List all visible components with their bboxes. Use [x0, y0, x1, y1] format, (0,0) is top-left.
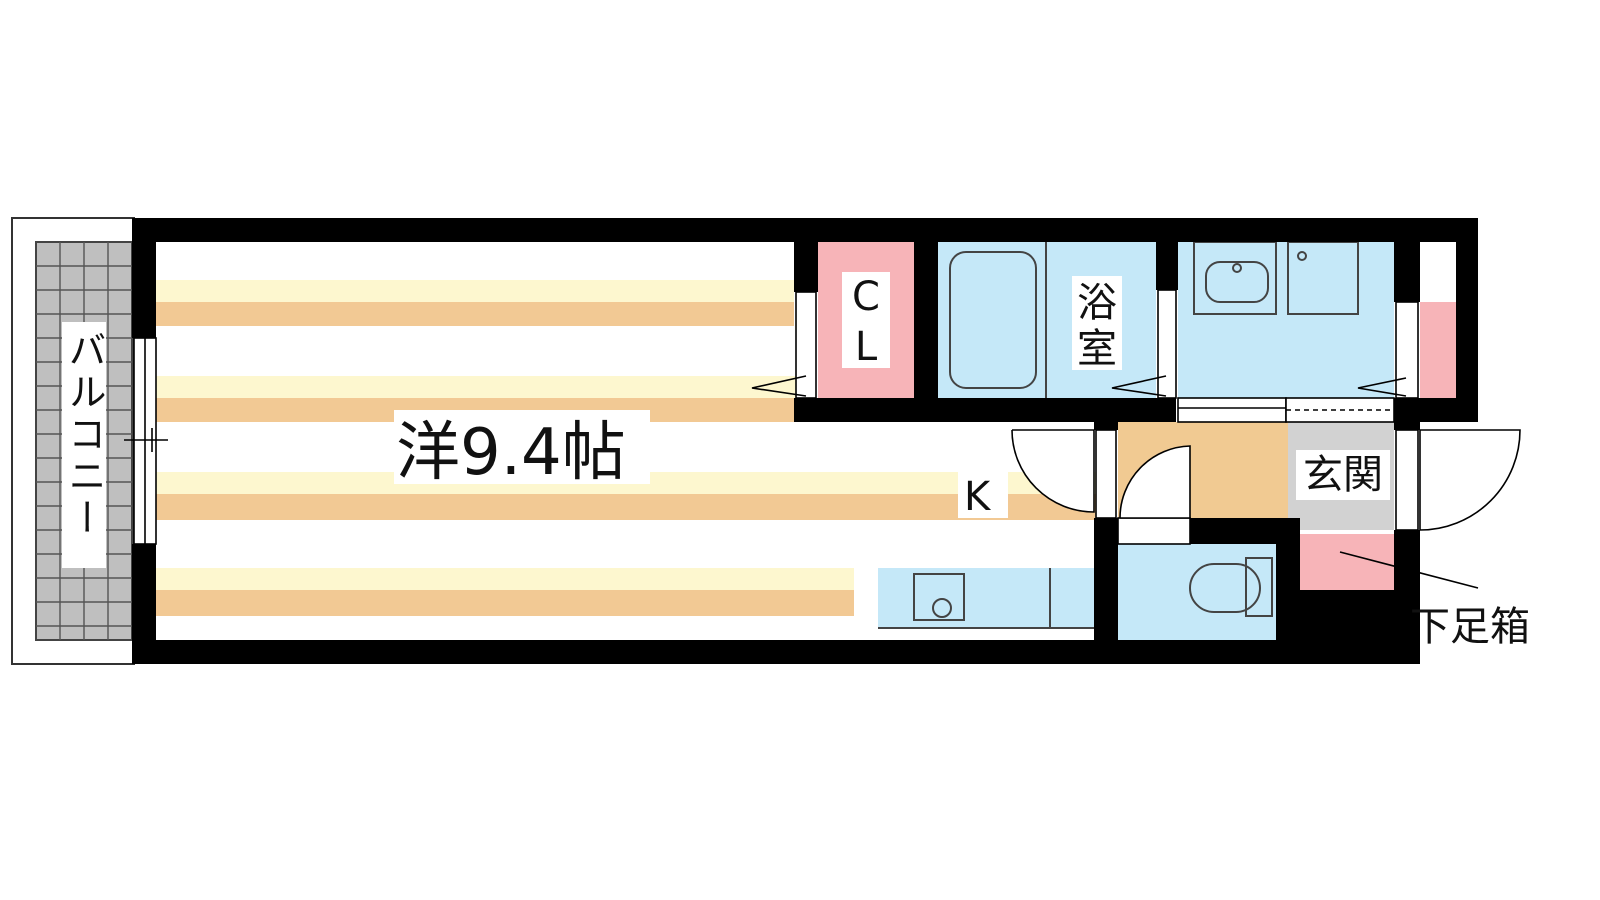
kitchen-label: K [964, 474, 992, 520]
main-room-label: 洋9.4帖 [396, 416, 626, 490]
washroom [1178, 241, 1394, 398]
openings [124, 289, 1521, 589]
storage-right [1420, 302, 1456, 398]
closet-label-l: L [855, 324, 878, 370]
kitchen-label-bg [958, 470, 1008, 518]
kitchen-counter [878, 568, 1094, 629]
toilet [1118, 544, 1276, 640]
walls [132, 218, 1478, 664]
balcony-label: バルコニー [62, 330, 106, 540]
closet-label-c: C [852, 274, 880, 320]
bathtub [949, 251, 1037, 389]
main-room-label-bg [394, 410, 650, 484]
balcony-label-bg [62, 322, 106, 568]
bath-label-2: 室 [1077, 326, 1117, 372]
pipe-space [1420, 244, 1454, 276]
entrance: 玄関 [1288, 422, 1394, 530]
shoe-box [1300, 534, 1396, 590]
balcony: バルコニー [11, 217, 135, 665]
bathroom: 浴 室 [938, 242, 1156, 398]
closet: C L [818, 242, 914, 398]
shoe-box-label: 下足箱 [1410, 604, 1530, 650]
stove-icon [913, 573, 965, 621]
bath-label-1: 浴 [1077, 280, 1117, 326]
entrance-label: 玄関 [1303, 452, 1383, 498]
